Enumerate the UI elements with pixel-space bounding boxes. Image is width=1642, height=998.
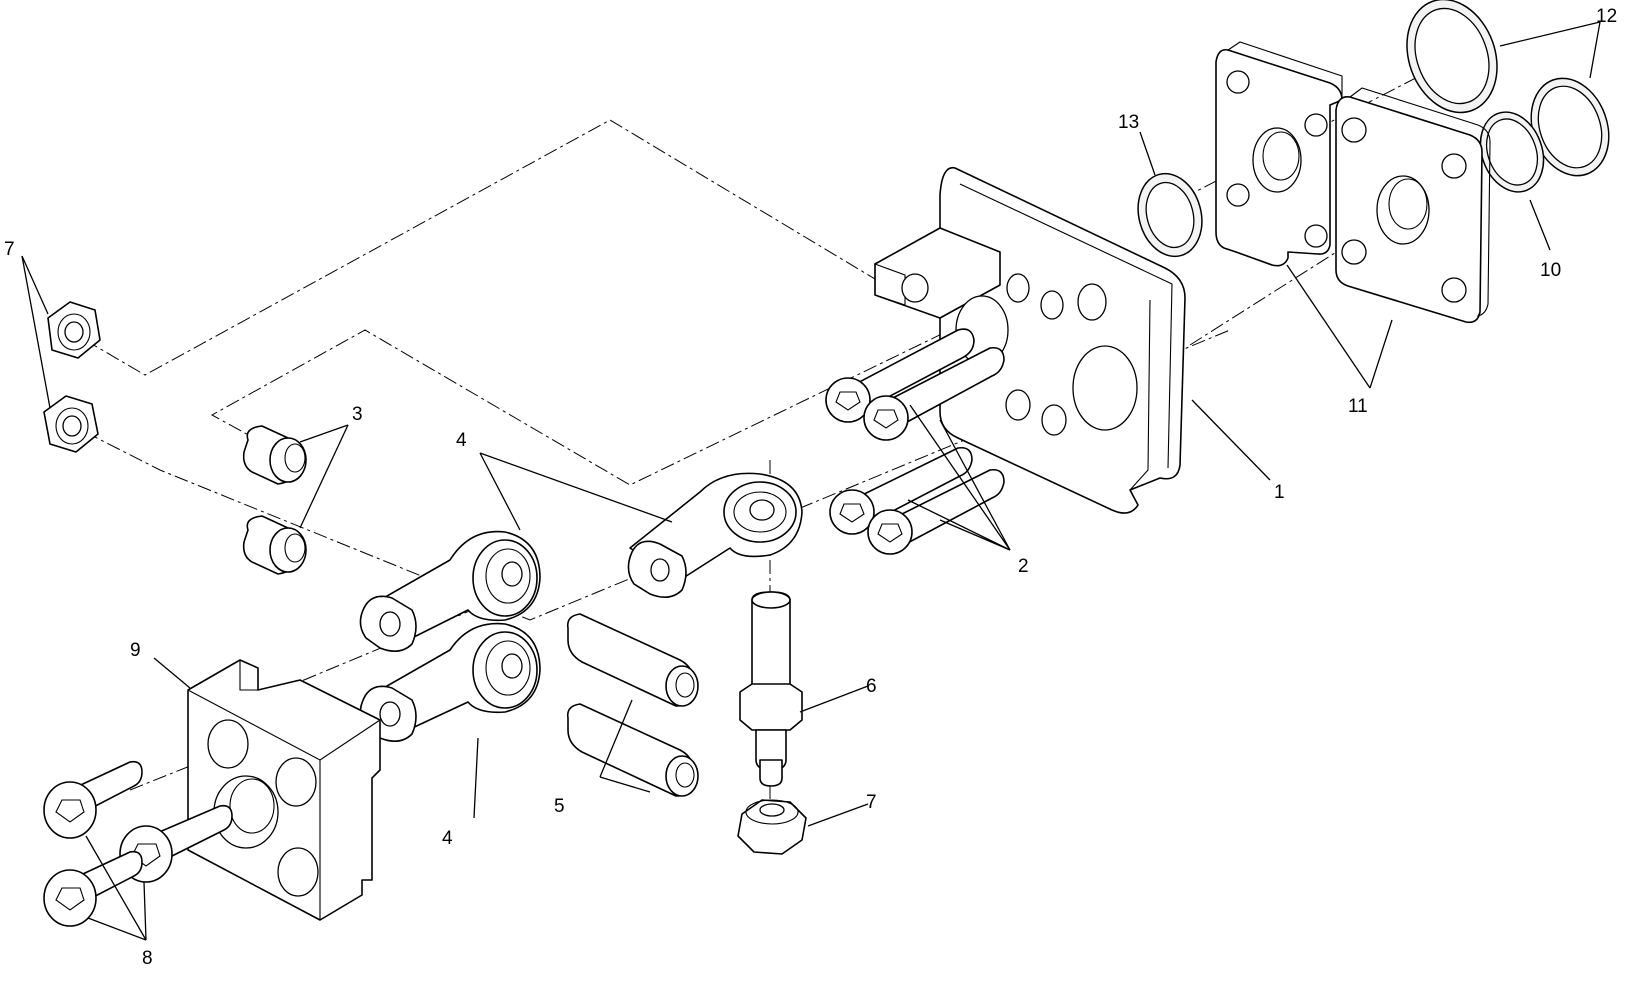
leader-lines bbox=[21, 21, 1601, 941]
socket-bolt-2-a bbox=[825, 328, 975, 423]
bushing-3-lower bbox=[242, 515, 307, 575]
gasket-ring-13 bbox=[1137, 172, 1203, 258]
stud-6 bbox=[739, 591, 803, 787]
socket-bolt-2-c bbox=[829, 446, 973, 535]
mounting-plate-1 bbox=[874, 166, 1186, 514]
block-9 bbox=[187, 659, 381, 921]
callout-7-bottom: 7 bbox=[866, 792, 877, 813]
o-ring-12-lower bbox=[1530, 77, 1610, 177]
hex-nut-7-bottom bbox=[737, 799, 807, 855]
o-ring-10 bbox=[1479, 111, 1545, 193]
hex-nut-7-lower bbox=[43, 395, 99, 453]
callout-5: 5 bbox=[554, 796, 565, 817]
callout-1: 1 bbox=[1274, 482, 1285, 503]
callout-9: 9 bbox=[130, 640, 141, 661]
socket-bolt-8-a bbox=[43, 760, 143, 839]
pin-5-lower bbox=[566, 703, 699, 797]
hex-nut-7-upper bbox=[47, 301, 101, 359]
socket-bolt-8-c bbox=[43, 850, 143, 927]
callout-4-top: 4 bbox=[456, 430, 467, 451]
callout-labels: 7 3 4 4 5 6 7 9 8 2 1 11 10 12 13 bbox=[4, 6, 1617, 969]
callout-10: 10 bbox=[1540, 260, 1561, 281]
flange-11-rear bbox=[1215, 41, 1343, 267]
callout-7-left: 7 bbox=[4, 239, 15, 260]
socket-bolt-2-b bbox=[863, 346, 1005, 441]
callout-8: 8 bbox=[142, 948, 153, 969]
callout-3: 3 bbox=[352, 404, 363, 425]
socket-bolt-2-d bbox=[867, 468, 1005, 555]
flange-11-front bbox=[1335, 87, 1491, 324]
callout-12: 12 bbox=[1596, 6, 1617, 27]
callout-6: 6 bbox=[866, 676, 877, 697]
bushing-3-upper bbox=[242, 425, 307, 485]
callout-13: 13 bbox=[1118, 112, 1139, 133]
rod-end-4-upper bbox=[627, 472, 803, 598]
pin-5-upper bbox=[566, 613, 699, 707]
rod-end-4-lower-a bbox=[359, 530, 541, 652]
callout-2: 2 bbox=[1018, 556, 1029, 577]
callout-11: 11 bbox=[1348, 396, 1368, 417]
o-ring-12-upper bbox=[1406, 0, 1498, 114]
callout-4-bottom: 4 bbox=[442, 828, 453, 849]
